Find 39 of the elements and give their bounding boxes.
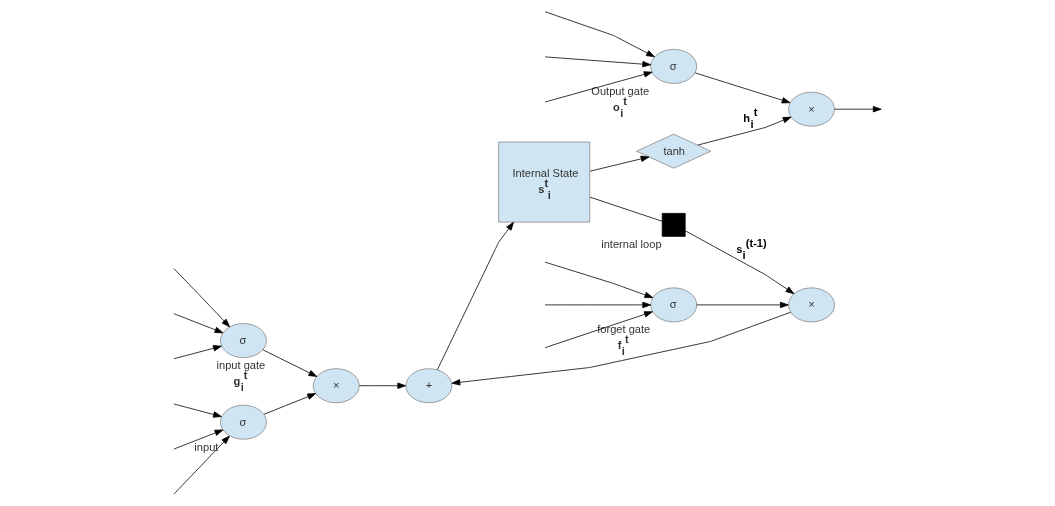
node-ellipse: σ [220, 323, 267, 358]
arrow [696, 301, 789, 309]
node-ellipse: σ [650, 48, 698, 84]
arrow [544, 301, 652, 309]
arrow [173, 403, 222, 418]
node-box [661, 213, 686, 237]
node-ellipse: σ [650, 287, 698, 323]
node-label: forget gate [597, 323, 651, 336]
node-ellipse: × [788, 91, 835, 127]
arrow [436, 221, 514, 371]
arrow [451, 311, 791, 386]
arrow [684, 230, 795, 295]
arrow [173, 435, 230, 495]
arrow [697, 116, 792, 146]
node-label: input [194, 440, 219, 453]
node-label: Output gate [591, 84, 650, 97]
arrow [262, 349, 318, 377]
arrow [173, 268, 230, 328]
node-diamond: tanh [636, 133, 712, 169]
arrow [544, 11, 655, 58]
arrow [173, 429, 224, 450]
arrow [589, 155, 650, 172]
node-ellipse: × [788, 287, 835, 323]
arrow [834, 106, 882, 113]
node-ellipse: σ [220, 404, 267, 440]
connector [589, 196, 663, 222]
arrow [263, 393, 317, 415]
arrow [544, 71, 653, 103]
arrow [694, 72, 791, 104]
arrow [544, 56, 652, 68]
arrow [544, 261, 654, 299]
arrow [173, 345, 222, 360]
arrow [358, 382, 407, 389]
node-label: internal loop [601, 238, 662, 251]
arrow [173, 313, 224, 334]
arrow [544, 311, 653, 349]
node-ellipse: × [312, 368, 360, 404]
node-ellipse: + [405, 368, 453, 404]
node-label: input gate [216, 358, 266, 371]
